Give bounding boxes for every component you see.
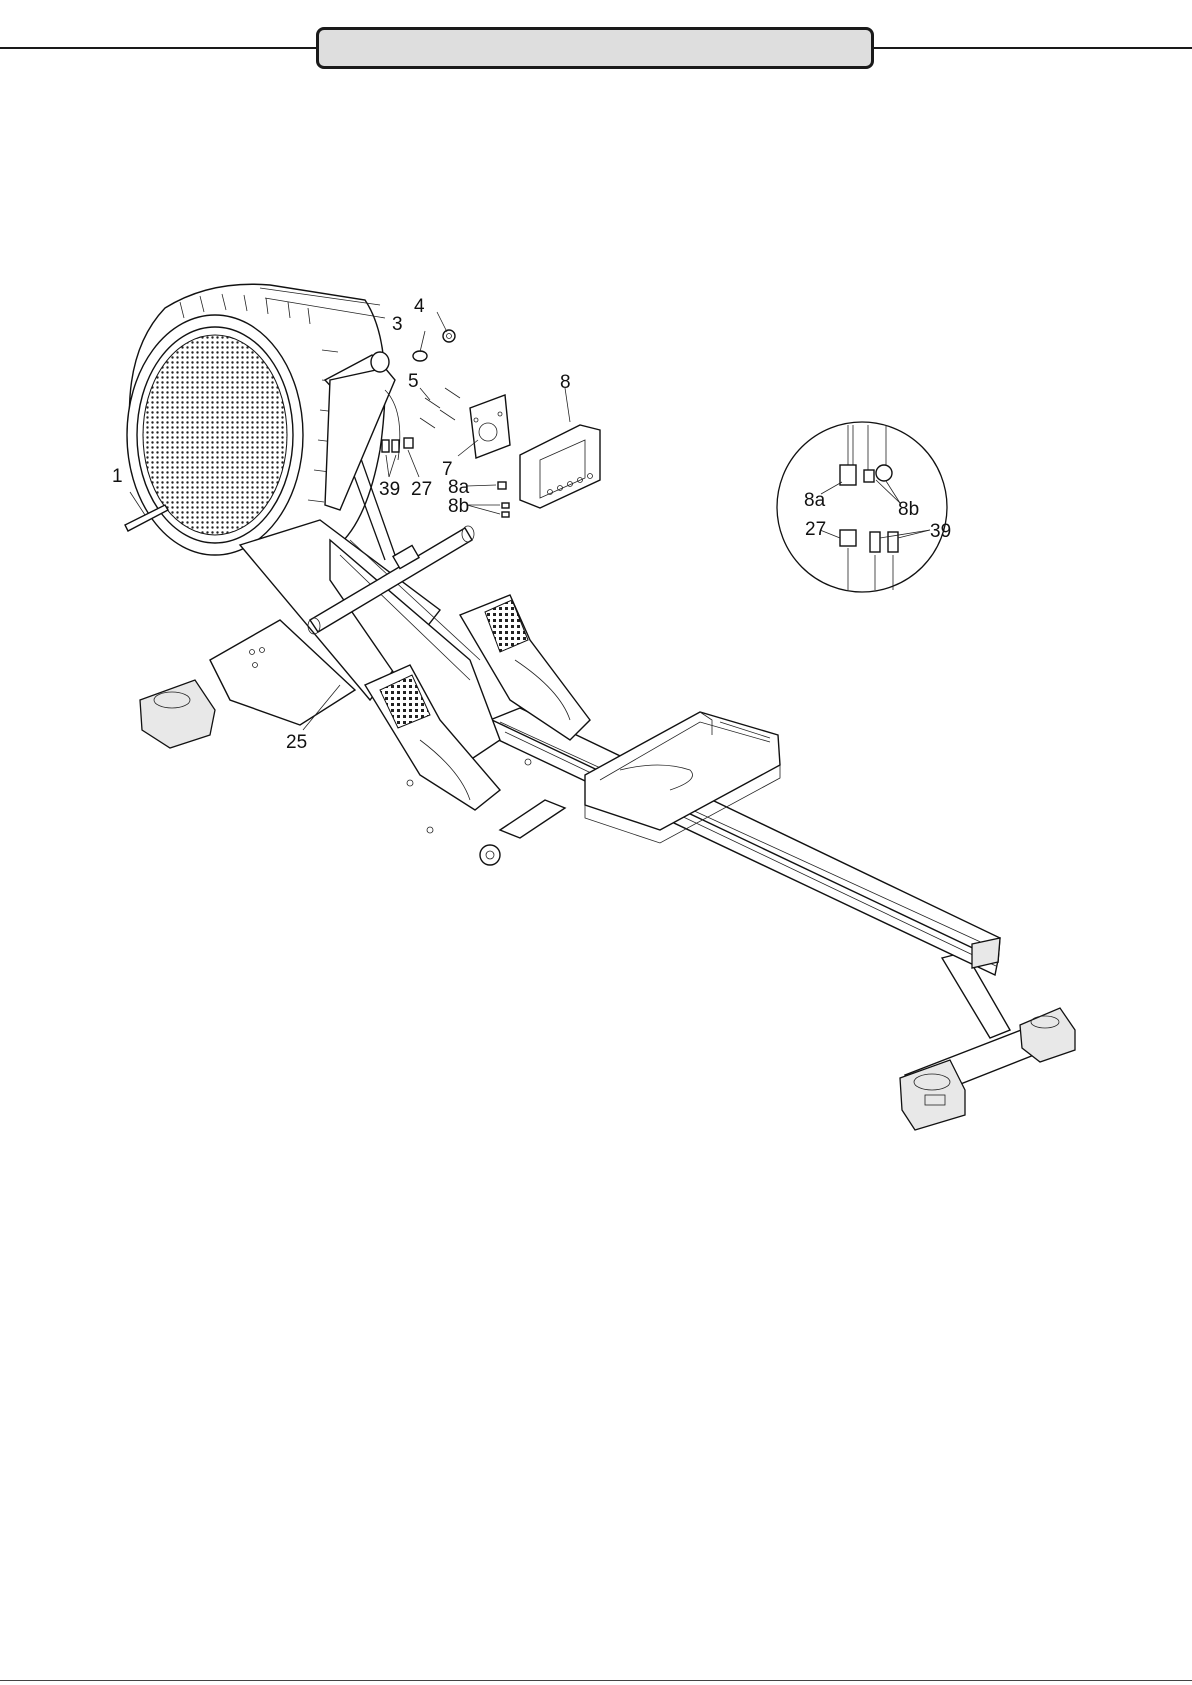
callout-25: 25 [286,732,307,753]
detail-callout-27: 27 [805,519,826,540]
connector-detail-view: 8a 8b 27 39 [777,422,951,592]
callout-1: 1 [112,466,123,487]
callout-3: 3 [392,314,403,335]
detail-callout-8b: 8b [898,499,919,520]
callout-5: 5 [408,371,419,392]
callout-8: 8 [560,372,571,393]
detail-callout-39: 39 [930,521,951,542]
callout-8b: 8b [448,496,469,517]
callout-8a: 8a [448,477,470,498]
monitor-assembly [470,395,600,508]
callout-27: 27 [411,479,432,500]
footer-rule [0,1680,1192,1681]
callout-39: 39 [379,479,400,500]
callout-4: 4 [414,296,425,317]
rear-stabilizer [900,952,1075,1130]
detail-callout-8a: 8a [804,490,826,511]
